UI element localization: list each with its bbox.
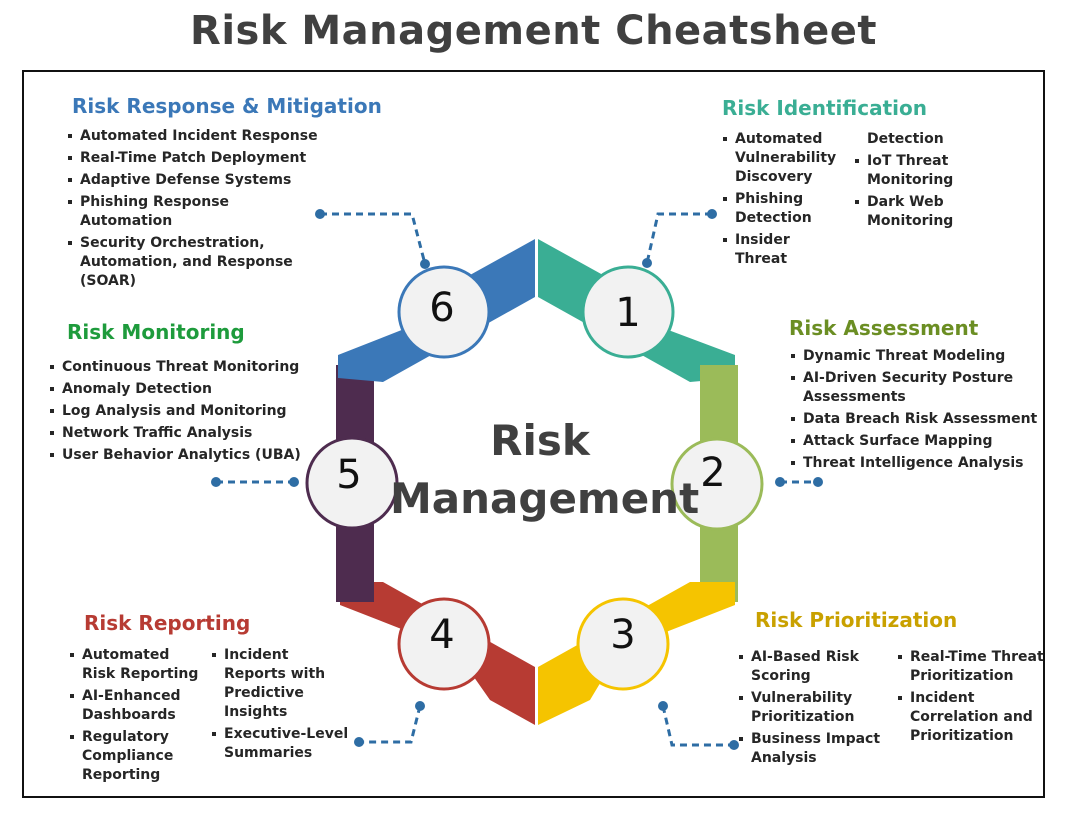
list-item: Detection: [867, 131, 944, 147]
section-title-monitoring: Risk Monitoring: [67, 320, 245, 344]
list-item: Data Breach Risk Assessment: [791, 410, 1041, 429]
list-prioritization-col2: Real-Time Threat Prioritization Incident…: [898, 648, 1046, 749]
step-number-1: 1: [615, 290, 640, 336]
list-item: Real-Time Patch Deployment: [68, 149, 320, 168]
step-circle-3: 3: [576, 597, 670, 691]
section-title-response: Risk Response & Mitigation: [72, 94, 382, 118]
list-identification-col1: Automated Vulnerability Discovery Phishi…: [723, 130, 845, 272]
list-item: Incident Reports with Predictive Insight…: [212, 646, 354, 722]
list-item: AI-Enhanced Dashboards: [70, 687, 205, 725]
step-number-3: 3: [610, 612, 635, 658]
list-item: Incident Correlation and Prioritization: [898, 689, 1046, 746]
list-item: Phishing Response Automation: [68, 193, 320, 231]
list-reporting-col1: Automated Risk Reporting AI-Enhanced Das…: [70, 646, 205, 788]
connector-dot: [658, 701, 668, 711]
list-item: User Behavior Analytics (UBA): [50, 446, 310, 465]
list-reporting-col2: Incident Reports with Predictive Insight…: [212, 646, 354, 766]
list-item: Insider Threat: [723, 231, 845, 269]
segment-6: [338, 239, 535, 382]
connector-dot: [420, 259, 430, 269]
connector-6: [320, 212, 427, 265]
step-circle-4: 4: [397, 597, 491, 691]
list-item: Vulnerability Prioritization: [739, 689, 889, 727]
list-response: Automated Incident Response Real-Time Pa…: [68, 127, 320, 294]
connector-dot: [707, 209, 717, 219]
list-item: Executive-Level Summaries: [212, 725, 354, 763]
list-identification-col2: Detection IoT Threat Monitoring Dark Web…: [855, 130, 965, 234]
list-item: Dark Web Monitoring: [855, 193, 965, 231]
connector-dot: [354, 737, 364, 747]
list-item: Phishing Detection: [723, 190, 845, 228]
list-monitoring: Continuous Threat Monitoring Anomaly Det…: [50, 358, 310, 468]
section-title-prioritization: Risk Prioritization: [755, 608, 958, 632]
list-item: Automated Risk Reporting: [70, 646, 205, 684]
segment-4: [340, 582, 535, 725]
section-title-assessment: Risk Assessment: [789, 316, 979, 340]
list-item: Automated Incident Response: [68, 127, 320, 146]
connector-dot: [415, 701, 425, 711]
list-assessment: Dynamic Threat Modeling AI-Driven Securi…: [791, 347, 1041, 476]
connector-dot: [289, 477, 299, 487]
list-item: Business Impact Analysis: [739, 730, 889, 768]
connector-4: [359, 705, 422, 744]
list-item: Network Traffic Analysis: [50, 424, 310, 443]
list-item: Real-Time Threat Prioritization: [898, 648, 1046, 686]
connector-dot: [813, 477, 823, 487]
connector-dot: [211, 477, 221, 487]
list-item: Dynamic Threat Modeling: [791, 347, 1041, 366]
page-title: Risk Management Cheatsheet: [190, 8, 877, 54]
step-number-2: 2: [700, 450, 725, 496]
step-circle-6: 6: [397, 265, 491, 359]
list-item: Adaptive Defense Systems: [68, 171, 320, 190]
center-label-line1: Risk: [490, 416, 590, 465]
segment-1: [538, 239, 735, 382]
segment-3: [538, 582, 735, 725]
connector-dot: [315, 209, 325, 219]
list-item: Security Orchestration, Automation, and …: [68, 234, 320, 291]
connector-dot: [775, 477, 785, 487]
section-title-identification: Risk Identification: [722, 96, 927, 120]
list-item: Anomaly Detection: [50, 380, 310, 399]
step-number-6: 6: [429, 285, 454, 331]
step-circle-5: 5: [305, 436, 399, 530]
list-item: Log Analysis and Monitoring: [50, 402, 310, 421]
list-prioritization-col1: AI-Based Risk Scoring Vulnerability Prio…: [739, 648, 889, 771]
list-item: AI-Based Risk Scoring: [739, 648, 889, 686]
diagram-frame: [22, 70, 1045, 798]
step-number-4: 4: [429, 612, 454, 658]
step-circle-2: 2: [670, 437, 764, 531]
list-item: IoT Threat Monitoring: [855, 152, 965, 190]
section-title-reporting: Risk Reporting: [84, 611, 251, 635]
connector-3: [661, 705, 734, 747]
connector-1: [645, 212, 712, 264]
list-item: Automated Vulnerability Discovery: [723, 130, 845, 187]
center-label-line2: Management: [390, 474, 700, 523]
list-item: Continuous Threat Monitoring: [50, 358, 310, 377]
step-number-5: 5: [336, 452, 361, 498]
connector-dot: [729, 740, 739, 750]
connector-dot: [642, 258, 652, 268]
list-item: AI-Driven Security Posture Assessments: [791, 369, 1041, 407]
list-item: Attack Surface Mapping: [791, 432, 1041, 451]
step-circle-1: 1: [581, 265, 675, 359]
list-item: Threat Intelligence Analysis: [791, 454, 1041, 473]
list-item: Regulatory Compliance Reporting: [70, 728, 205, 785]
